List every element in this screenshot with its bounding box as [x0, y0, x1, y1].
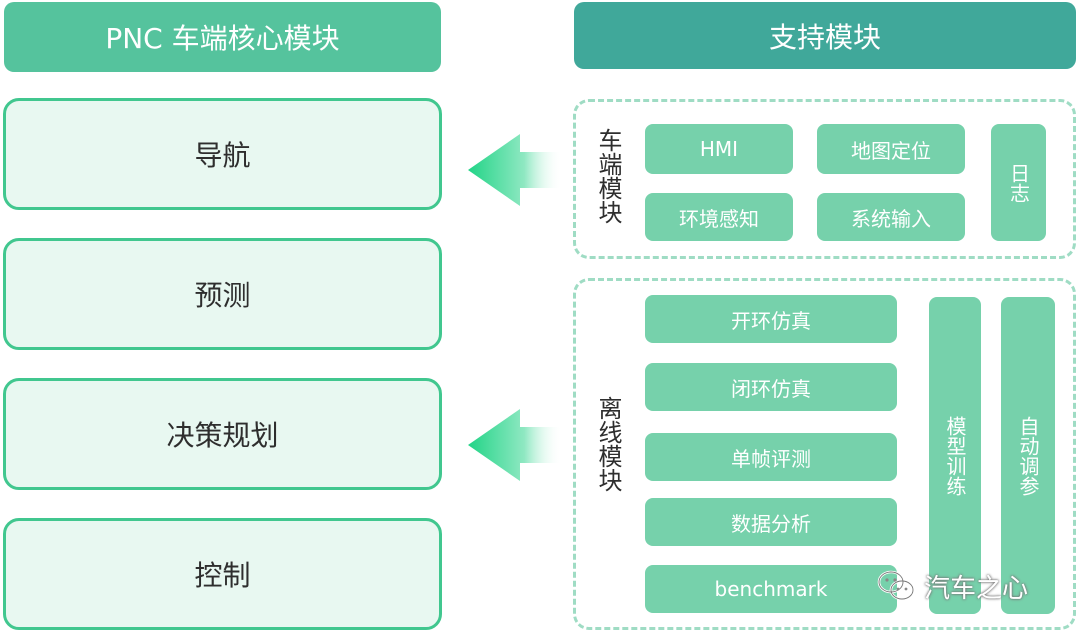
- offline-module-benchmark: benchmark: [645, 565, 897, 613]
- vehicle-module-log: 日志: [991, 124, 1046, 241]
- core-module-control: 控制: [3, 518, 442, 630]
- watermark: 汽车之心: [876, 566, 1028, 606]
- arrow-left-icon: [468, 409, 562, 481]
- vehicle-module-hmi: HMI: [645, 124, 793, 174]
- vehicle-module-map-localization: 地图定位: [817, 124, 965, 174]
- arrow-left-icon: [468, 134, 562, 206]
- offline-module-closed-loop-sim: 闭环仿真: [645, 363, 897, 411]
- vehicle-module-perception: 环境感知: [645, 193, 793, 241]
- offline-module-open-loop-sim: 开环仿真: [645, 295, 897, 343]
- offline-modules-label: 离线模块: [594, 396, 622, 492]
- support-modules-header: 支持模块: [574, 2, 1076, 69]
- wechat-icon: [877, 570, 915, 601]
- core-module-prediction: 预测: [3, 238, 442, 350]
- core-module-decision-planning: 决策规划: [3, 378, 442, 490]
- offline-modules-group: [573, 278, 1076, 630]
- offline-module-auto-tuning: 自动调参: [1001, 297, 1055, 614]
- vehicle-modules-label: 车端模块: [594, 128, 622, 224]
- core-modules-header: PNC 车端核心模块: [4, 2, 441, 72]
- watermark-text: 汽车之心: [924, 573, 1029, 604]
- offline-module-data-analysis: 数据分析: [645, 498, 897, 546]
- vehicle-module-system-input: 系统输入: [817, 193, 965, 241]
- core-module-navigation: 导航: [3, 98, 442, 210]
- offline-module-model-training: 模型训练: [929, 297, 981, 614]
- vehicle-modules-group: [573, 99, 1076, 259]
- offline-module-single-frame-eval: 单帧评测: [645, 433, 897, 481]
